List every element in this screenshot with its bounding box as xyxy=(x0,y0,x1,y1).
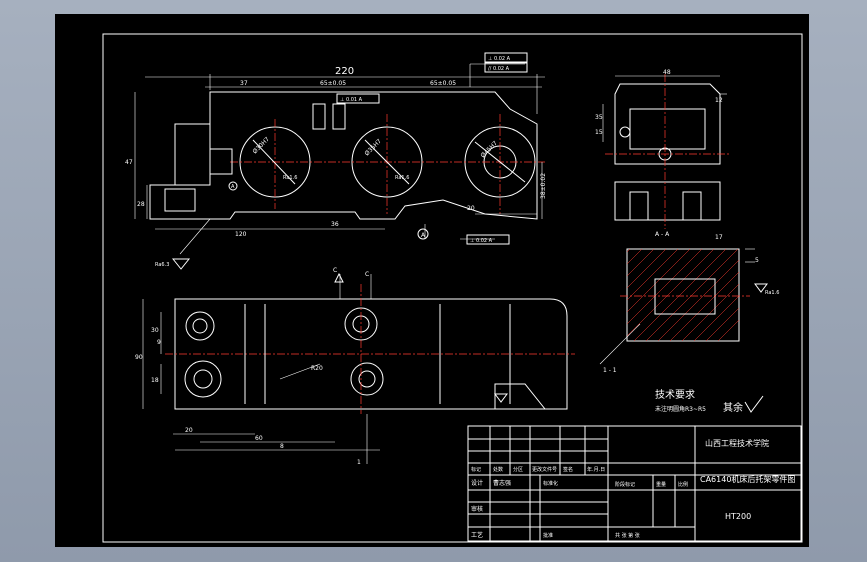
view-mark: A xyxy=(231,184,235,190)
section-top: C xyxy=(333,267,337,274)
dim-plan-60: 60 xyxy=(255,435,263,442)
dim-overall: 220 xyxy=(335,66,354,77)
tol-frame-2: // 0.02 A xyxy=(488,66,510,72)
dim-plan-20: 20 xyxy=(185,427,193,434)
tb-std: 标准化 xyxy=(543,480,558,487)
dim-plan-30: 30 xyxy=(151,327,159,334)
dim-right-20: 20 xyxy=(467,205,475,212)
tb-h-doc: 更改文件号 xyxy=(532,466,557,473)
dim-mid-b: 65±0.05 xyxy=(430,80,456,87)
dim-plan-18: 18 xyxy=(151,377,159,384)
front-view xyxy=(134,63,545,270)
dim-bottom-120: 120 xyxy=(235,231,247,238)
dim-dia-2: Ø35H7 xyxy=(363,138,383,158)
drawing-name: CA6140机床后托架零件图 xyxy=(700,474,795,484)
title-block xyxy=(467,425,802,542)
tol-frame-3: ⊥ 0.01 A xyxy=(340,97,363,103)
tol-frame-1: ⊥ 0.02 A xyxy=(488,56,511,62)
tech-title: 技术要求 xyxy=(655,388,695,401)
cut-label-2: 1 - 1 xyxy=(603,367,617,374)
tb-h-qty: 处数 xyxy=(493,466,503,473)
dim-right-vert: 38±0.02 xyxy=(540,173,547,199)
ra-c: Ra6.3 xyxy=(155,262,169,268)
dim-height-47: 47 xyxy=(125,159,133,166)
dim-bottom-36: 36 xyxy=(331,221,339,228)
tb-h-date: 年.月.日 xyxy=(587,466,605,473)
plan-view xyxy=(142,272,575,464)
ra-a: Ra1.6 xyxy=(283,175,297,181)
tb-role-process: 工艺 xyxy=(471,531,483,539)
tech-body: 未注明圆角R3~R5 xyxy=(655,405,706,413)
tb-sheets: 共 张 第 张 xyxy=(615,532,640,539)
dim-side-48: 48 xyxy=(663,69,671,76)
side-view xyxy=(602,74,730,229)
roughness-symbol xyxy=(744,395,764,413)
dim-side-12: 12 xyxy=(715,97,723,104)
dim-dia-1: Ø30H7 xyxy=(251,136,271,156)
section-bottom: 1 xyxy=(357,459,361,466)
ra-b: Ra1.6 xyxy=(395,175,409,181)
tb-role-design: 设计 xyxy=(471,479,483,487)
tb-h-zone: 分区 xyxy=(513,466,523,473)
dim-left-37: 37 xyxy=(240,80,248,87)
tb-material: HT200 xyxy=(725,512,751,521)
tol-frame-4: ⊥ 0.02 A xyxy=(470,238,493,244)
section-label-2: C xyxy=(365,271,369,278)
section-view xyxy=(599,248,768,365)
tolerance-frames xyxy=(336,52,528,245)
cut-label: A - A xyxy=(655,231,670,238)
tb-weight: 重量 xyxy=(656,481,666,488)
tb-stage: 阶段标记 xyxy=(615,481,635,488)
cad-drawing: 220 37 65±0.05 65±0.05 47 28 120 36 20 3… xyxy=(102,33,803,543)
drawing-border xyxy=(102,33,803,543)
ra-d: Ra1.6 xyxy=(765,290,779,296)
dim-left-28: 28 xyxy=(137,201,145,208)
dim-plan-8: 8 xyxy=(280,443,284,450)
dim-sec-5: 5 xyxy=(755,257,759,264)
dim-side-15: 15 xyxy=(595,129,603,136)
tb-designer: 曹志强 xyxy=(493,479,511,487)
dim-side-35: 35 xyxy=(595,114,603,121)
rest-note: 其余 xyxy=(723,401,743,414)
dim-dia-3: Ø45H7 xyxy=(479,140,499,160)
dim-plan-9: 9 xyxy=(157,339,161,346)
tb-h-sign: 签名 xyxy=(563,466,573,473)
tb-scale: 比例 xyxy=(678,481,688,488)
dim-plan-90: 90 xyxy=(135,354,143,361)
tb-h-mark: 标记 xyxy=(471,466,481,473)
tb-approve: 批准 xyxy=(543,532,553,539)
drawing-sheet: 220 37 65±0.05 65±0.05 47 28 120 36 20 3… xyxy=(55,14,809,547)
tb-role-review: 审核 xyxy=(471,505,483,513)
school-name: 山西工程技术学院 xyxy=(705,438,769,448)
dim-sec-17: 17 xyxy=(715,234,723,241)
dim-mid-a: 65±0.05 xyxy=(320,80,346,87)
datum-a: A xyxy=(421,232,426,239)
dim-plan-r20: R20 xyxy=(311,365,323,372)
